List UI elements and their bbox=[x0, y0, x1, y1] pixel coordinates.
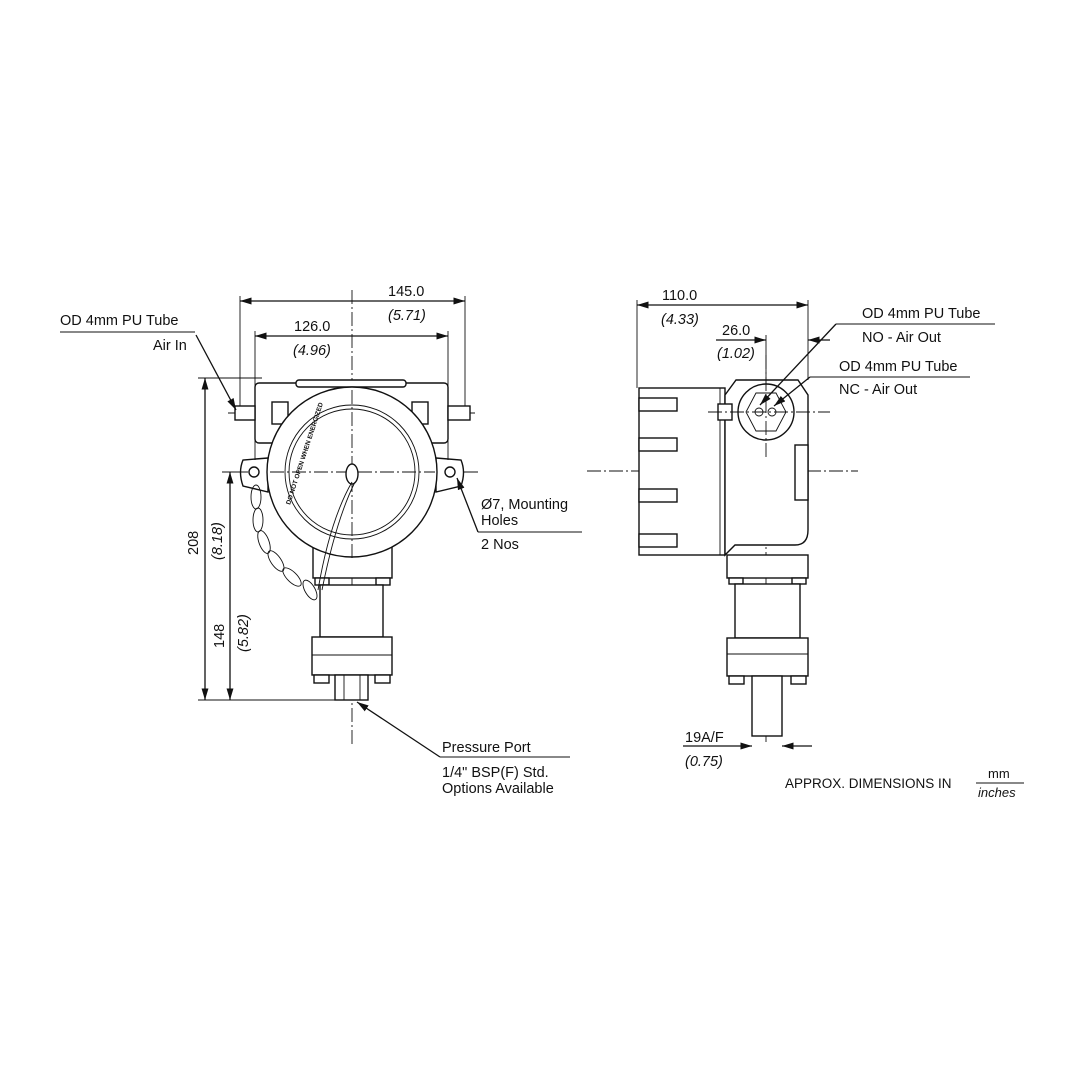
no-leader bbox=[759, 323, 837, 406]
side-view: 110.0 (4.33) 26.0 (1.02) OD 4mm PU Tube … bbox=[587, 288, 995, 770]
dim-hex-mm: 19A/F bbox=[685, 730, 724, 746]
safety-chain bbox=[250, 484, 318, 601]
pressure-port-line3: Options Available bbox=[442, 781, 554, 797]
dim-110-mm: 110.0 bbox=[662, 288, 697, 304]
stem bbox=[319, 584, 384, 638]
nc-leader bbox=[773, 376, 811, 407]
pressure-port bbox=[334, 674, 369, 701]
mounting-hole-left bbox=[248, 466, 260, 478]
side-boss bbox=[794, 444, 809, 501]
mounting-hole-right bbox=[444, 466, 456, 478]
dim-148-mm: 148 bbox=[212, 624, 228, 648]
neck-foot-right bbox=[375, 577, 391, 586]
nc-label-line1: OD 4mm PU Tube bbox=[839, 359, 957, 375]
no-label-line2: NO - Air Out bbox=[862, 330, 941, 346]
side-fitting bbox=[447, 405, 471, 421]
mounting-holes-line1: Ø7, Mounting bbox=[481, 497, 568, 513]
mounting-holes-line2: Holes bbox=[481, 513, 518, 529]
pressure-port-line1: Pressure Port bbox=[442, 740, 531, 756]
side-cover bbox=[638, 387, 726, 556]
dim-26-mm: 26.0 bbox=[722, 323, 750, 339]
dim-208-mm: 208 bbox=[186, 531, 202, 555]
units-note: APPROX. DIMENSIONS IN mm inches bbox=[785, 766, 1024, 800]
dim-26-in: (1.02) bbox=[717, 346, 755, 362]
chain-anchor bbox=[345, 463, 359, 485]
dim-hex-in: (0.75) bbox=[685, 754, 723, 770]
air-in-label-line1: OD 4mm PU Tube bbox=[60, 313, 178, 329]
pressure-port-leader bbox=[356, 701, 441, 758]
side-neck bbox=[726, 554, 809, 579]
pressure-port-line2: 1/4" BSP(F) Std. bbox=[442, 765, 549, 781]
hex-body bbox=[311, 636, 393, 676]
gland-left bbox=[271, 401, 289, 425]
no-label-line1: OD 4mm PU Tube bbox=[862, 306, 980, 322]
side-pressure-port bbox=[751, 675, 783, 737]
mounting-holes-line3: 2 Nos bbox=[481, 537, 519, 553]
side-stem bbox=[734, 583, 801, 639]
air-in-label-line2: Air In bbox=[153, 338, 187, 354]
hex-foot-left bbox=[313, 674, 330, 684]
units-prefix: APPROX. DIMENSIONS IN bbox=[785, 776, 952, 791]
air-in-leader bbox=[195, 334, 237, 411]
dim-126-in: (4.96) bbox=[293, 343, 331, 359]
units-numerator: mm bbox=[988, 766, 1010, 781]
chain-cable bbox=[317, 481, 353, 591]
dim-208-in: (8.18) bbox=[210, 522, 226, 560]
hex-foot-right bbox=[374, 674, 391, 684]
dim-145-mm: 145.0 bbox=[388, 284, 424, 300]
front-view: DO NOT OPEN WHEN ENERGIZED 145.0 (5.71) … bbox=[60, 284, 582, 797]
dim-148-in: (5.82) bbox=[236, 614, 252, 652]
dim-145-in: (5.71) bbox=[388, 308, 426, 324]
dim-126-mm: 126.0 bbox=[294, 319, 330, 335]
nc-label-line2: NC - Air Out bbox=[839, 382, 917, 398]
housing-rib bbox=[295, 379, 407, 388]
units-denominator: inches bbox=[978, 785, 1016, 800]
air-in-fitting bbox=[234, 405, 256, 421]
dim-110-in: (4.33) bbox=[661, 312, 699, 328]
mounting-holes-leader bbox=[456, 477, 479, 533]
neck-foot-left bbox=[314, 577, 330, 586]
side-hex-body bbox=[726, 637, 809, 677]
